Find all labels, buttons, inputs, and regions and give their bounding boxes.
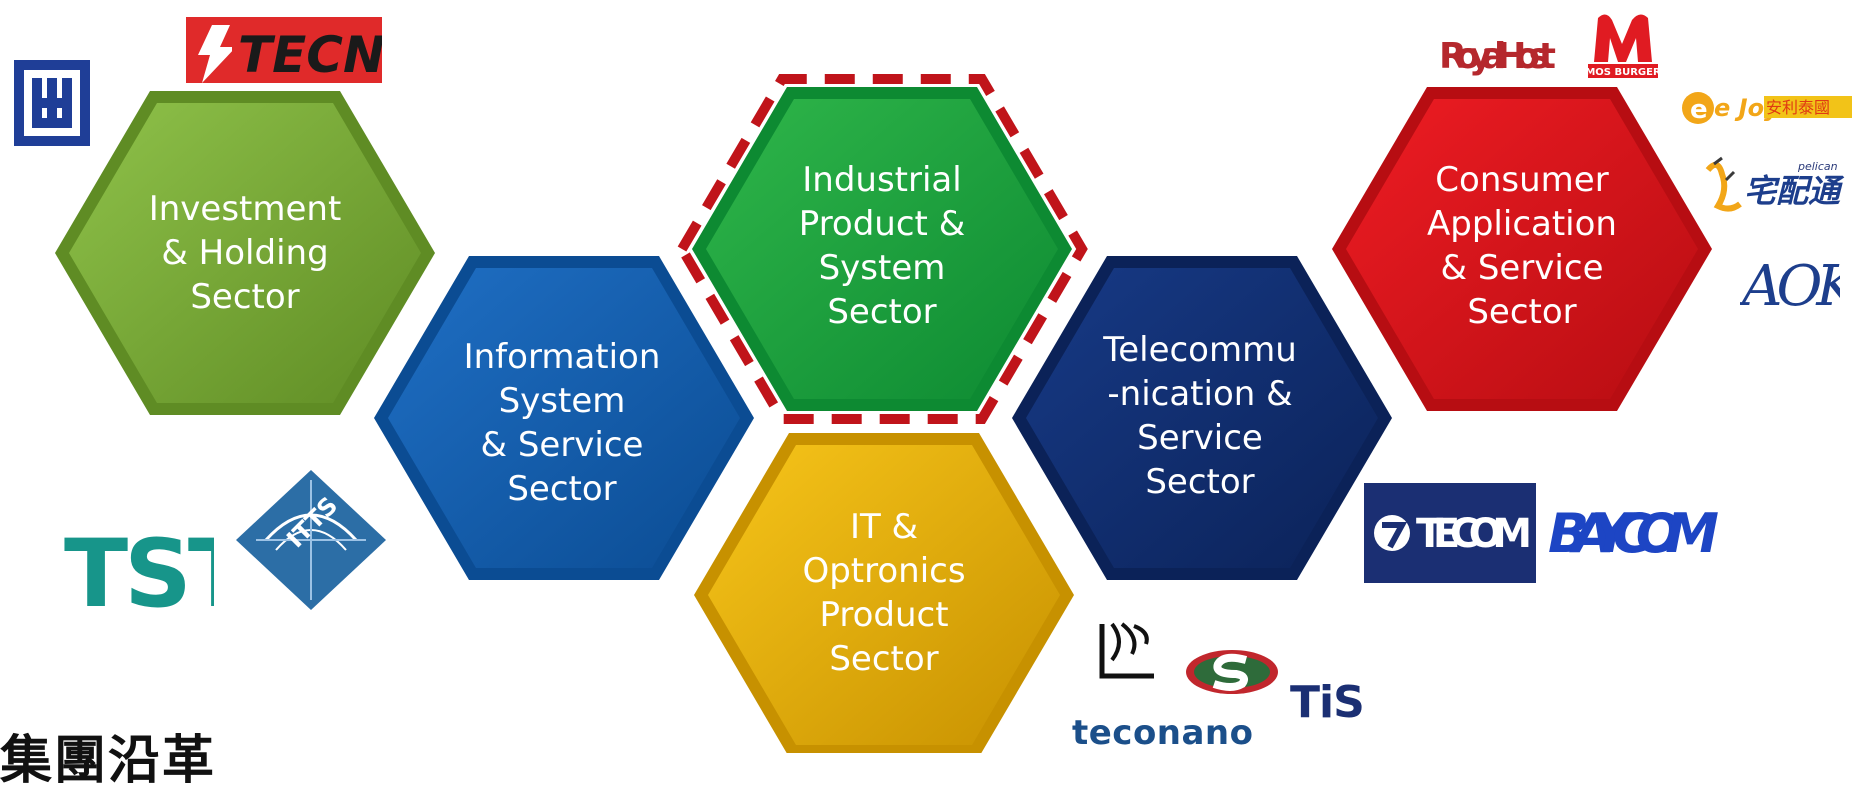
sector-hexagon-face-information: [388, 268, 740, 568]
tst-logo-text: TST: [64, 522, 214, 612]
sector-hexagon-face-telecom: [1026, 268, 1378, 568]
mos-burger-logo: MOS BURGER: [1585, 10, 1661, 80]
tecnos-logo-text: TECNOS: [238, 26, 382, 83]
sector-label-consumer: Consumer Application & Service Sector: [1427, 160, 1617, 332]
baycom-logo-text: BAYCOM: [1548, 502, 1718, 565]
pelican-logo-small-text: pelican: [1797, 160, 1838, 173]
teconano-logo-text: teconano: [1072, 713, 1252, 752]
aok-logo-text: AOK: [1740, 254, 1840, 315]
baycom-logo: BAYCOM: [1544, 494, 1721, 566]
itts-logo: ITTS: [236, 470, 386, 610]
wave-emblem-logo: [1096, 620, 1160, 682]
ejoy-logo: e e Joy 安利泰國: [1680, 80, 1854, 128]
tecom-logo-text: TECOM: [1416, 511, 1530, 557]
svg-text:e: e: [1690, 95, 1708, 125]
tecom-logo: TECOM: [1364, 483, 1536, 583]
royal-host-logo: Royal Host: [1437, 28, 1559, 78]
sector-label-industrial: Industrial Product & System Sector: [798, 160, 966, 332]
tst-logo: TST: [64, 520, 256, 629]
sector-hexagon-face-industrial: [706, 99, 1058, 399]
pelican-logo-cjk: 宅配通: [1744, 172, 1845, 210]
tis-logo-text: TiS: [1290, 677, 1364, 725]
sector-hexagon-face-investment: [69, 103, 421, 403]
sector-label-information: Information System & Service Sector: [463, 337, 661, 509]
tis-logo: TiS: [1290, 675, 1390, 728]
sector-label-investment: Investment & Holding Sector: [148, 189, 342, 317]
sector-diagram: [55, 74, 1712, 753]
sector-hexagon-face-it-optronics: [708, 445, 1060, 745]
sector-hexagon-face-consumer: [1346, 99, 1698, 399]
mos-burger-logo-text: MOS BURGER: [1588, 67, 1658, 78]
teconano-logo: teconano: [1072, 708, 1262, 753]
sector-label-telecom: Telecommu -nication & Service Sector: [1103, 330, 1297, 502]
page-title: 集團沿革: [0, 731, 217, 791]
pelican-logo: pelican 宅配通: [1700, 150, 1854, 222]
highlight-dashed-outline: [676, 74, 1088, 424]
tecnos-logo: TECNOS: [186, 17, 463, 84]
sector-label-it-optronics: IT & Optronics Product Sector: [802, 507, 966, 679]
ejoy-logo-cjk: 安利泰國: [1766, 98, 1830, 117]
aok-logo: AOK: [1737, 245, 1854, 319]
royal-host-logo-text: Royal Host: [1439, 36, 1556, 77]
holding-emblem-logo: [14, 58, 90, 148]
swirl-emblem-logo: [1184, 648, 1280, 696]
